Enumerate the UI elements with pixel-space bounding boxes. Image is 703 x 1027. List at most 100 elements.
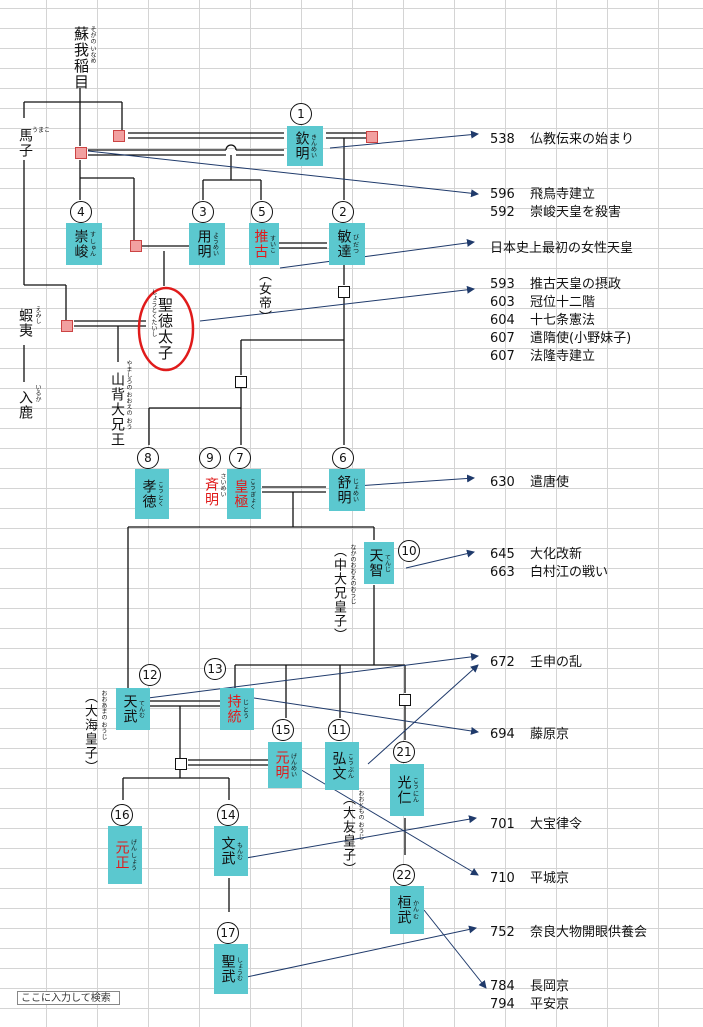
event-text: 大宝律令 (530, 817, 583, 832)
tenji-note-ruby: なかのおおえのおうじ (349, 544, 356, 604)
emperor-saimei-name: 斉明 (203, 477, 219, 507)
shotoku-ruby: しょうとくたいし (150, 289, 157, 337)
soga-iname-ruby: そがの いなめ (89, 26, 96, 64)
event-text: 十七条憲法 (530, 313, 596, 328)
consort-square (75, 147, 87, 159)
emperor-ruby: び だつ (351, 234, 359, 254)
event-text: 長岡京 (530, 979, 570, 994)
emperor-jito: 持統 じ とう (220, 688, 254, 730)
emperor-sushun: 崇峻 す しゅん (66, 223, 102, 265)
event-item: 710 平城京 (490, 867, 569, 886)
emperor-kanmu: 桓武 かん む (390, 886, 424, 934)
kobun-note-ruby: おおともの おうじ (357, 790, 364, 840)
iruka-name: 入鹿 (17, 390, 33, 420)
emperor-number: 13 (204, 658, 226, 680)
emperor-ruby: す しゅん (88, 231, 96, 257)
event-year: 603 (490, 295, 515, 310)
event-year: 784 (490, 979, 515, 994)
emperor-number: 22 (393, 864, 415, 886)
emperor-ruby: こう とく (156, 481, 164, 507)
search-input[interactable]: ここに入力して検索 (17, 991, 120, 1005)
event-item: 663 白村江の戦い (490, 561, 608, 580)
event-year: 694 (490, 727, 515, 742)
event-text: 壬申の乱 (530, 655, 583, 670)
event-year: 593 (490, 277, 515, 292)
emishi-name: 蝦夷 (17, 308, 33, 338)
event-text: 遣隋使(小野妹子) (530, 331, 632, 346)
emperor-number: 8 (137, 447, 159, 469)
unnamed-square (338, 286, 350, 298)
unnamed-square (399, 694, 411, 706)
tenmu-note-ruby: おおあまの おうじ (100, 690, 107, 740)
event-text: 推古天皇の摂政 (530, 277, 622, 292)
emperor-name: 用明 (195, 229, 212, 259)
emperor-gensho: 元正 げん しょう (108, 826, 142, 884)
event-text: 崇峻天皇を殺害 (530, 205, 622, 220)
emperor-number: 21 (393, 741, 415, 763)
emperor-jomei: 舒明 じょめい (329, 469, 365, 511)
emperor-ruby: しょうむ (235, 957, 243, 981)
emperor-suiko: 推古 すいこ (249, 223, 279, 265)
emperor-ruby: てんじ (383, 554, 391, 572)
event-item: 593 推古天皇の摂政 (490, 273, 621, 292)
suiko-note: （女帝） (256, 268, 271, 324)
emperor-name: 舒明 (335, 475, 352, 505)
event-year: 607 (490, 349, 515, 364)
emperor-number: 4 (70, 201, 92, 223)
event-item: 607 遣隋使(小野妹子) (490, 327, 631, 346)
tenmu-note: （大海皇子） (82, 690, 97, 774)
event-text: 白村江の戦い (530, 565, 609, 580)
emperor-name: 皇極 (232, 479, 249, 509)
event-item: 752 奈良大物開眼供養会 (490, 921, 647, 940)
event-text: 冠位十二階 (530, 295, 596, 310)
event-year: 596 (490, 187, 515, 202)
emperor-kotoku: 孝徳 こう とく (135, 469, 169, 519)
emperor-ruby: もんむ (235, 842, 243, 860)
emperor-ruby: ようめい (211, 232, 219, 256)
emperor-name: 推古 (252, 229, 269, 259)
emperor-ruby: げん しょう (129, 839, 137, 871)
emperor-ruby: かん む (411, 900, 419, 920)
emperor-monmu: 文武 もんむ (214, 826, 248, 876)
emperor-number: 5 (251, 201, 273, 223)
emperor-ruby: きんめい (309, 134, 317, 158)
event-year: 710 (490, 871, 515, 886)
emishi-ruby: えみし (34, 306, 41, 324)
kobun-note: （大友皇子） (340, 792, 355, 876)
umako-ruby: うまこ (32, 127, 51, 134)
emperor-number: 9 (199, 447, 221, 469)
unnamed-square (235, 376, 247, 388)
emperor-ruby: すいこ (268, 235, 276, 253)
emperor-ruby: こう にん (411, 777, 419, 803)
emperor-number: 14 (217, 804, 239, 826)
event-year: 630 (490, 475, 515, 490)
event-text: 仏教伝来の始まり (530, 132, 635, 147)
emperor-ruby: こう ぎょく (248, 478, 256, 510)
event-text: 奈良大物開眼供養会 (530, 925, 648, 940)
event-year: 607 (490, 331, 515, 346)
emperor-yomei: 用明 ようめい (189, 223, 225, 265)
emperor-name: 弘文 (330, 751, 347, 781)
emperor-name: 光仁 (395, 775, 412, 805)
emperor-ruby: じ とう (241, 699, 249, 719)
emperor-shomu: 聖武 しょうむ (214, 944, 248, 994)
emperor-number: 1 (290, 103, 312, 125)
consort-square (366, 131, 378, 143)
event-year: 752 (490, 925, 515, 940)
event-year: 538 (490, 132, 515, 147)
emperor-number: 17 (217, 922, 239, 944)
emperor-genmei: 元明 げんめい (268, 742, 302, 788)
event-year: 663 (490, 565, 515, 580)
iruka-ruby: いるか (34, 384, 41, 402)
emperor-ruby: こう ぶん (346, 753, 354, 779)
emperor-name: 孝徳 (140, 479, 157, 509)
event-text: 平城京 (530, 871, 570, 886)
consort-square (113, 130, 125, 142)
emperor-kobun: 弘文 こう ぶん (325, 742, 359, 790)
